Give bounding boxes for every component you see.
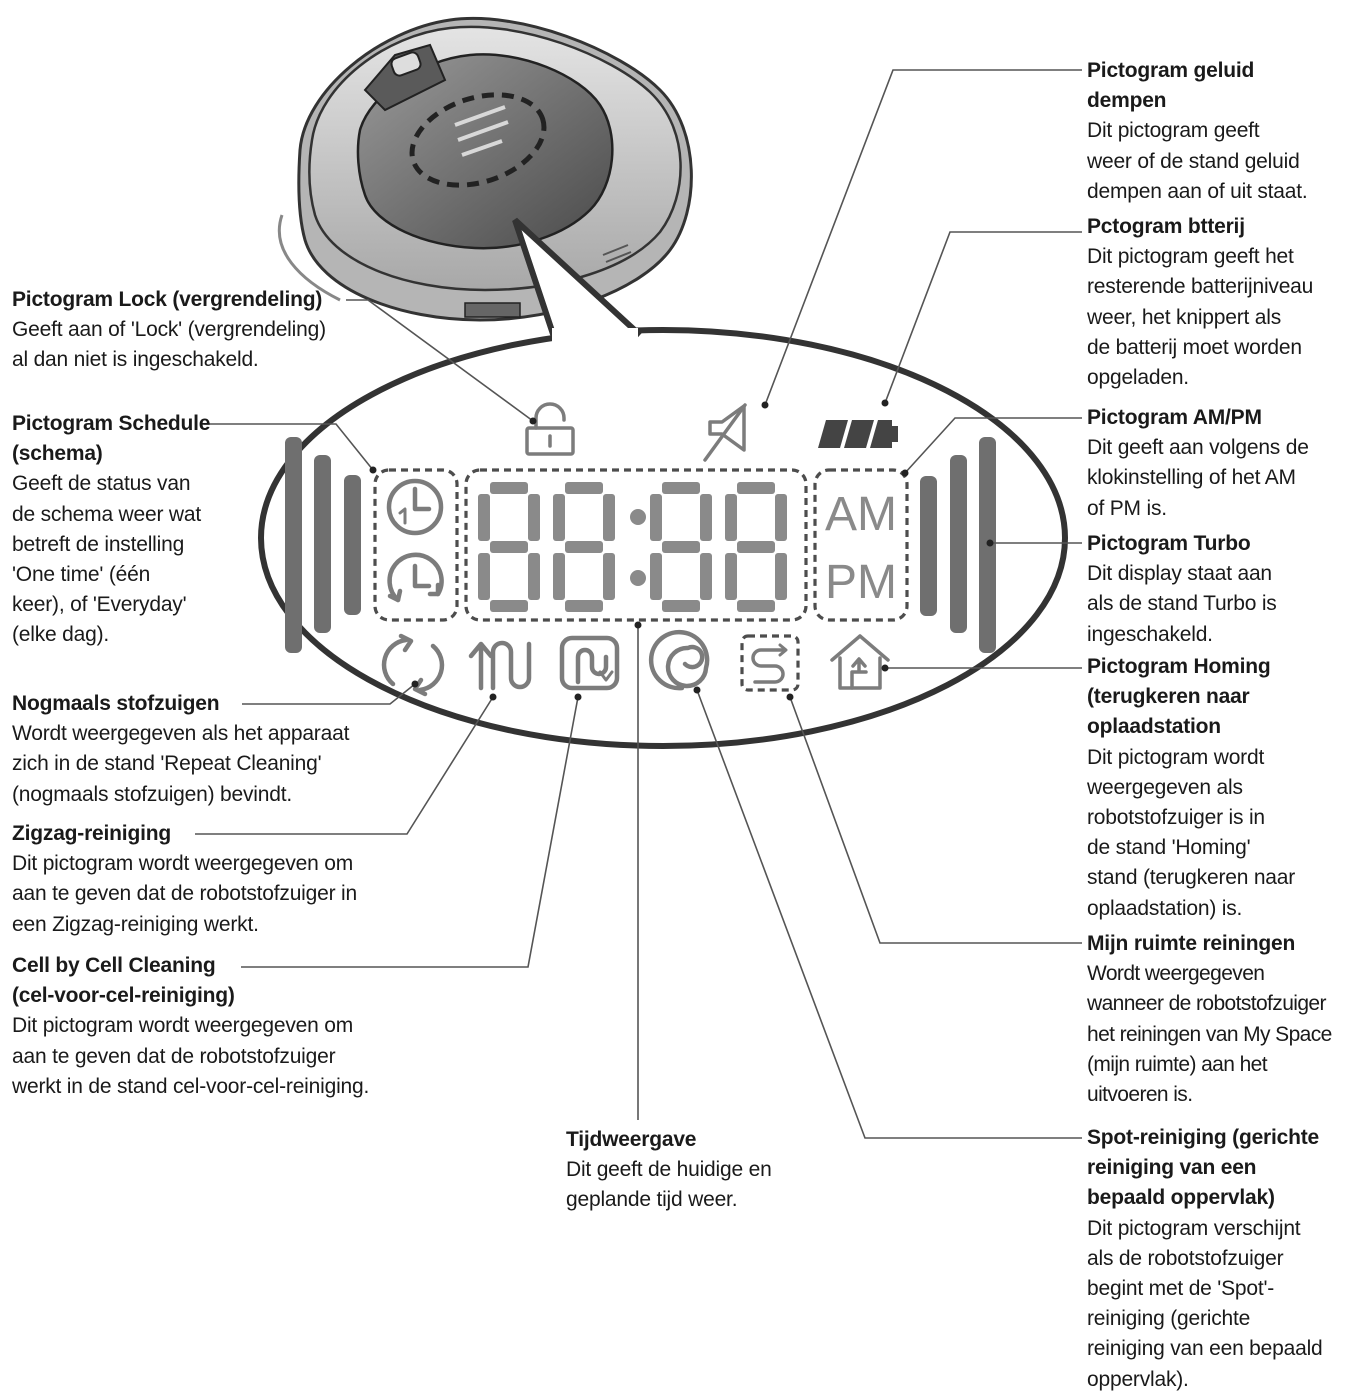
label-myspace-desc: Wordt weergegeven wanneer de robotstofzu… [1087, 962, 1332, 1107]
label-schedule: Pictogram Schedule (schema) Geeft de sta… [12, 409, 210, 651]
digit-3-segment-4 [650, 494, 662, 541]
label-battery-title: Pctogram btterij [1087, 215, 1245, 238]
label-repeat: Nogmaals stofzuigen Wordt weergegeven al… [12, 689, 349, 810]
robot-vacuum-illustration [277, 16, 693, 322]
label-cell-title: Cell by Cell Cleaning (cel-voor-cel-rein… [12, 954, 235, 1008]
digit-1-segment-7 [528, 553, 540, 600]
label-spot-title: Spot-reiniging (gerichte reiniging van e… [1087, 1126, 1320, 1210]
label-cell: Cell by Cell Cleaning (cel-voor-cel-rein… [12, 951, 369, 1102]
label-ampm-title: Pictogram AM/PM [1087, 406, 1262, 429]
label-turbo-title: Pictogram Turbo [1087, 532, 1251, 555]
digit-1-segment-6 [478, 553, 490, 600]
label-mute: Pictogram geluid dempen Dit pictogram ge… [1087, 56, 1308, 207]
turbo-bars-right [920, 437, 996, 653]
digit-3-segment-3 [662, 600, 700, 612]
label-schedule-title: Pictogram Schedule (schema) [12, 412, 211, 466]
digit-2-segment-6 [553, 553, 565, 600]
label-zigzag-desc: Dit pictogram wordt weergegeven om aan t… [12, 852, 357, 936]
label-time: Tijdweergave Dit geeft de huidige en gep… [566, 1125, 772, 1216]
digit-4-segment-1 [737, 482, 775, 494]
digit-1-segment-1 [490, 482, 528, 494]
label-repeat-desc: Wordt weergegeven als het apparaat zich … [12, 722, 350, 806]
ampm-box [813, 468, 909, 622]
time-colon-bottom [630, 570, 646, 586]
label-time-title: Tijdweergave [566, 1128, 697, 1151]
repeat-cleaning-icon [381, 633, 445, 697]
digit-4-segment-6 [725, 553, 737, 600]
digit-1-segment-4 [478, 494, 490, 541]
label-spot: Spot-reiniging (gerichte reiniging van e… [1087, 1123, 1323, 1395]
label-repeat-title: Nogmaals stofzuigen [12, 692, 220, 715]
digit-4-segment-2 [737, 541, 775, 553]
time-display-box [464, 468, 808, 622]
label-ampm-desc: Dit geeft aan volgens de klokinstelling … [1087, 436, 1309, 520]
digit-2-segment-7 [603, 553, 615, 600]
am-indicator: AM [825, 488, 897, 541]
label-cell-desc: Dit pictogram wordt weergegeven om aan t… [12, 1014, 370, 1098]
label-homing-title: Pictogram Homing (terugkeren naar oplaad… [1087, 655, 1271, 739]
label-zigzag-title: Zigzag-reiniging [12, 822, 171, 845]
digit-1-segment-2 [490, 541, 528, 553]
homing-icon [830, 634, 890, 690]
digit-2-segment-3 [565, 600, 603, 612]
label-turbo: Pictogram Turbo Dit display staat aan al… [1087, 529, 1277, 650]
label-mute-title: Pictogram geluid dempen [1087, 59, 1255, 113]
digit-1-segment-3 [490, 600, 528, 612]
digit-4-segment-5 [775, 494, 787, 541]
label-schedule-desc: Geeft de status van de schema weer wat b… [12, 472, 201, 647]
turbo-bars-left [285, 437, 361, 653]
schedule-box [373, 468, 459, 622]
digit-3-segment-5 [700, 494, 712, 541]
schedule-once-icon [386, 478, 444, 536]
my-space-icon [740, 634, 800, 692]
zigzag-icon [468, 640, 532, 691]
digit-3-segment-6 [650, 553, 662, 600]
label-battery: Pctogram btterij Dit pictogram geeft het… [1087, 212, 1313, 393]
label-homing-desc: Dit pictogram wordt weergegeven als robo… [1087, 745, 1296, 920]
label-zigzag: Zigzag-reiniging Dit pictogram wordt wee… [12, 819, 357, 940]
leader-lines [195, 69, 1082, 1139]
battery-icon [818, 420, 898, 448]
digit-3-segment-2 [662, 541, 700, 553]
pm-indicator: PM [825, 556, 897, 609]
lock-icon [525, 402, 575, 456]
label-spot-desc: Dit pictogram verschijnt als de robotsto… [1087, 1216, 1323, 1391]
cell-by-cell-icon [559, 635, 620, 691]
label-lock-desc: Geeft aan of 'Lock' (vergrendeling) al d… [12, 318, 326, 372]
label-lock-title: Pictogram Lock (vergrendeling) [12, 288, 323, 311]
digit-4-segment-4 [725, 494, 737, 541]
time-display-digits [478, 482, 787, 612]
digit-4-segment-3 [737, 600, 775, 612]
schedule-everyday-icon [387, 552, 444, 603]
spot-cleaning-icon [648, 629, 710, 691]
label-myspace: Mijn ruimte reiningen Wordt weergegeven … [1087, 929, 1332, 1110]
mute-icon [703, 403, 747, 462]
label-myspace-title: Mijn ruimte reiningen [1087, 932, 1296, 955]
digit-4-segment-7 [775, 553, 787, 600]
time-colon-top [630, 509, 646, 525]
digit-3-segment-7 [700, 553, 712, 600]
label-battery-desc: Dit pictogram geeft het resterende batte… [1087, 245, 1314, 390]
digit-2-segment-5 [603, 494, 615, 541]
digit-2-segment-4 [553, 494, 565, 541]
digit-2-segment-2 [565, 541, 603, 553]
label-time-desc: Dit geeft de huidige en geplande tijd we… [566, 1158, 772, 1212]
digit-3-segment-1 [662, 482, 700, 494]
label-mute-desc: Dit pictogram geeft weer of de stand gel… [1087, 119, 1308, 203]
digit-1-segment-5 [528, 494, 540, 541]
label-homing: Pictogram Homing (terugkeren naar oplaad… [1087, 652, 1295, 924]
label-lock: Pictogram Lock (vergrendeling) Geeft aan… [12, 285, 326, 376]
digit-2-segment-1 [565, 482, 603, 494]
label-ampm: Pictogram AM/PM Dit geeft aan volgens de… [1087, 403, 1309, 524]
label-turbo-desc: Dit display staat aan als de stand Turbo… [1087, 562, 1277, 646]
